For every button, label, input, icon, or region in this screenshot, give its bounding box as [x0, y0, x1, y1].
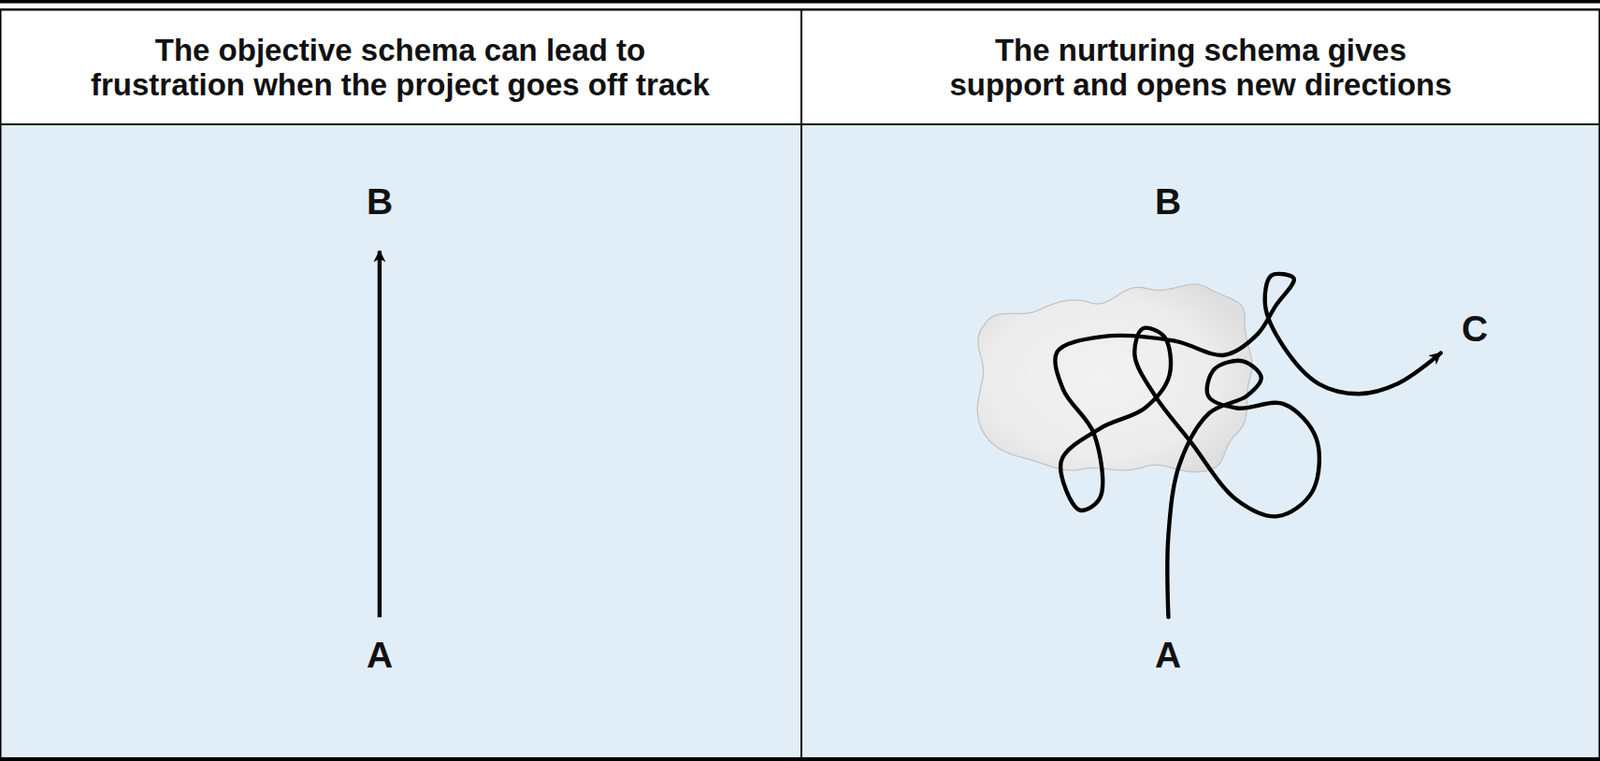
tangled-path — [1054, 273, 1441, 618]
header-rule — [0, 123, 1600, 126]
bottom-rule — [0, 757, 1600, 761]
column-header: The nurturing schema gives support and o… — [812, 32, 1589, 102]
point-letter: A — [366, 636, 393, 674]
column-header: The objective schema can lead to frustra… — [12, 32, 789, 102]
point-letter: C — [1461, 310, 1488, 347]
frame-edge — [0, 9, 2, 760]
frame-edge — [1599, 9, 1600, 760]
panel-background — [0, 124, 1600, 760]
point-letter: B — [366, 183, 393, 220]
column-divider — [800, 9, 803, 760]
top-rule — [0, 8, 1600, 12]
point-letter: A — [1154, 636, 1182, 674]
top-rule — [0, 0, 1600, 4]
point-letter: B — [1154, 183, 1182, 220]
straight-arrow — [377, 250, 382, 618]
